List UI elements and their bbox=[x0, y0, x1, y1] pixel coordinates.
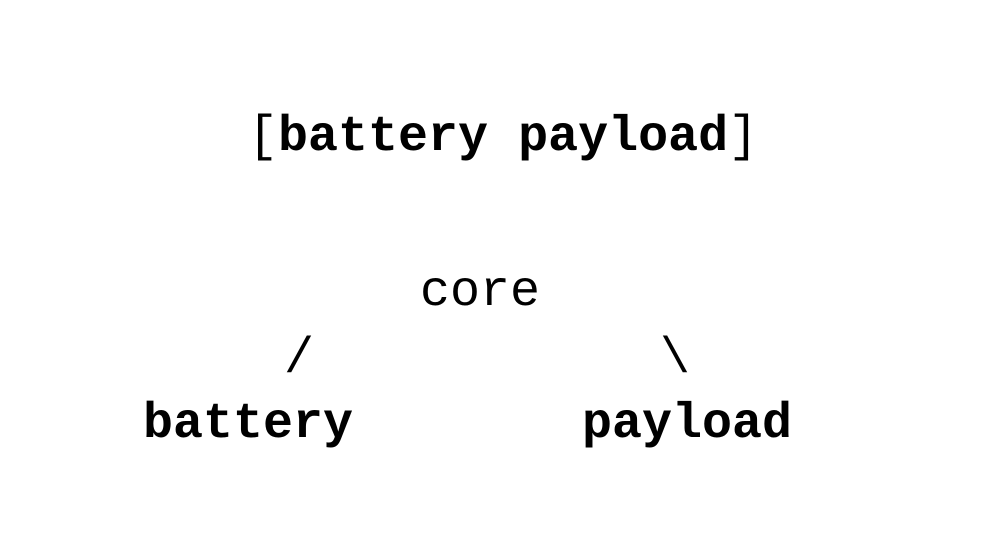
diagram-title: [battery payload] bbox=[188, 63, 758, 163]
title-open-bracket: [ bbox=[248, 109, 279, 166]
title-text: battery payload bbox=[278, 109, 729, 166]
tree-right-child-node: payload bbox=[582, 396, 793, 453]
title-close-bracket: ] bbox=[728, 109, 759, 166]
tree-right-edge: \ bbox=[660, 331, 691, 388]
tree-left-edge: / bbox=[284, 331, 315, 388]
tree-root-node: core bbox=[420, 264, 541, 321]
tree-left-child-node: battery bbox=[143, 396, 354, 453]
